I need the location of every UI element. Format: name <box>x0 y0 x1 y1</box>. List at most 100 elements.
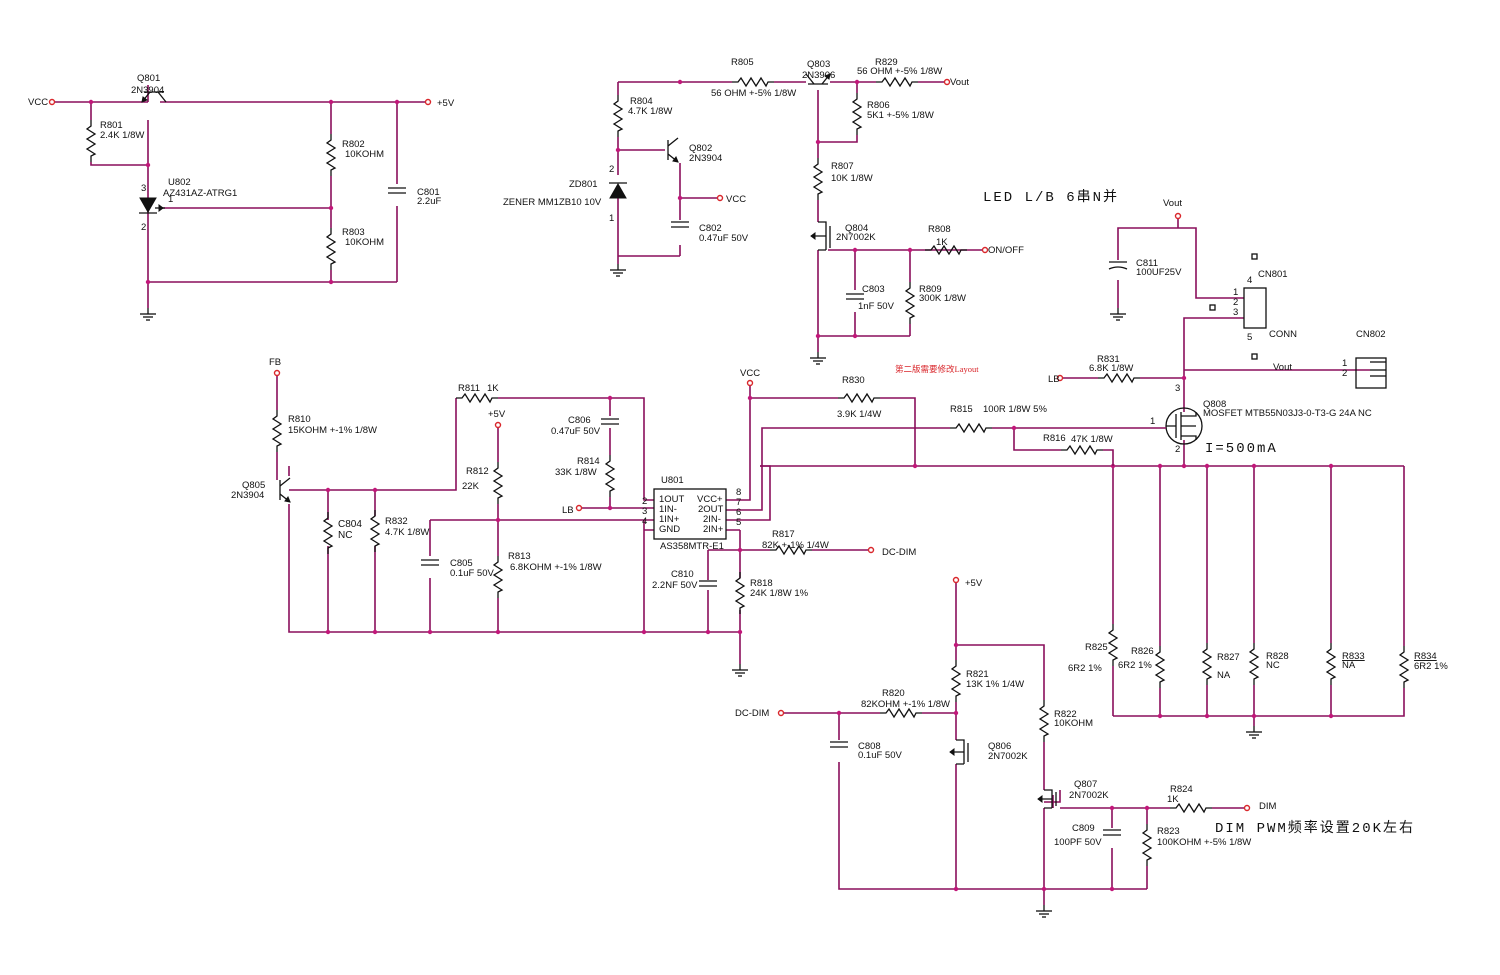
r817-value: 82K +-1% 1/4W <box>762 540 829 551</box>
r834-value: 6R2 1% <box>1414 661 1448 672</box>
r805-value: 56 OHM +-5% 1/8W <box>711 88 796 99</box>
r812-value: 22K <box>462 481 480 492</box>
cn801-pin2: 2 <box>1233 297 1238 308</box>
net-vout-label-cn: Vout <box>1163 198 1182 209</box>
cn802-pin1: 1 <box>1342 358 1347 369</box>
r831-ref: R831 <box>1097 354 1120 365</box>
q803-ref: Q803 <box>807 59 830 70</box>
c808-ref: C808 <box>858 741 881 752</box>
r804-value: 4.7K 1/8W <box>628 106 672 117</box>
net-dc-dim-label: DC-DIM <box>882 547 916 558</box>
r801-value: 2.4K 1/8W <box>100 130 144 141</box>
r814-value: 33K 1/8W <box>555 467 597 478</box>
u802-pin2: 2 <box>141 222 146 233</box>
c806-ref: C806 <box>568 415 591 426</box>
r826-ref: R826 <box>1131 646 1154 657</box>
net-5v-label: +5V <box>437 98 455 109</box>
c801-ref: C801 <box>417 187 440 198</box>
zd801-pin1: 1 <box>609 213 614 224</box>
block-vout-switch: R805 56 OHM +-5% 1/8W Q803 2N3906 R829 5… <box>503 57 1024 365</box>
u801-opamp-body <box>653 488 727 540</box>
r818-value: 24K 1/8W 1% <box>750 588 809 599</box>
u801-ref: U801 <box>661 475 684 486</box>
r828-ref: R828 <box>1266 651 1289 662</box>
r824-value: 1K <box>1167 794 1179 805</box>
r811-ref: R811 <box>458 383 480 394</box>
q805-ref: Q805 <box>242 480 265 491</box>
net-on-off-label: ON/OFF <box>988 245 1024 256</box>
q802-ref: Q802 <box>689 143 712 154</box>
q806-ref: Q806 <box>988 741 1011 752</box>
r824-ref: R824 <box>1170 784 1193 795</box>
r813-ref: R813 <box>508 551 531 562</box>
net-fb-label: FB <box>269 357 281 368</box>
u802-pin3: 3 <box>141 183 146 194</box>
block-feedback-opamp: FB R810 15KOHM +-1% 1/8W Q805 2N3904 R81… <box>231 357 1166 677</box>
c809-value: 100PF 50V <box>1054 837 1102 848</box>
zd801-value: ZENER MM1ZB10 10V <box>503 197 602 208</box>
net-vcc-label-3: VCC <box>740 368 760 379</box>
r807-ref: R807 <box>831 161 854 172</box>
r820-value: 82KOHM +-1% 1/8W <box>861 699 950 710</box>
cn801-pin1: 1 <box>1233 287 1238 298</box>
block-dim-circuit: +5V DC-DIM R820 82KOHM +-1% 1/8W R821 13… <box>735 576 1277 918</box>
zd801-pin2: 2 <box>609 164 614 175</box>
cn801-pin3: 3 <box>1233 307 1238 318</box>
r804-ref: R804 <box>630 96 653 107</box>
q807-value: 2N7002K <box>1069 790 1109 801</box>
net-vout-label-cn802: Vout <box>1273 362 1292 373</box>
c808-value: 0.1uF 50V <box>858 750 902 761</box>
c804-value: NC <box>338 530 352 541</box>
u801-pin3-num: 4 <box>642 516 647 527</box>
r809-ref: R809 <box>919 284 942 295</box>
zd801-ref: ZD801 <box>569 179 598 190</box>
r830-ref: R830 <box>842 375 865 386</box>
block-led-output: Vout C811 100UF25V CN801 CONN 4 1 2 3 5 … <box>760 198 1448 739</box>
u801-pin7-name: 2OUT <box>698 504 724 515</box>
c810-value: 2.2NF 50V <box>652 580 698 591</box>
u801-pin8-name: VCC+ <box>697 494 723 505</box>
q805-value: 2N3904 <box>231 490 264 501</box>
u802-pin1: 1 <box>168 194 173 205</box>
r834-ref: R834 <box>1414 651 1437 662</box>
u801-pin8-num: 8 <box>736 487 741 498</box>
r815-value: 100R 1/8W 5% <box>983 404 1047 415</box>
r827-ref: R827 <box>1217 652 1240 663</box>
r806-value: 5K1 +-5% 1/8W <box>867 110 934 121</box>
mosfet-q804-icon <box>810 221 831 251</box>
r812-ref: R812 <box>466 466 489 477</box>
r807-value: 10K 1/8W <box>831 173 873 184</box>
q808-ref: Q808 <box>1203 399 1226 410</box>
q808-pin2: 2 <box>1175 444 1180 455</box>
r821-value: 13K 1% 1/4W <box>966 679 1024 690</box>
u801-pin1-name: 1OUT <box>659 494 685 505</box>
u801-pin6-num: 6 <box>736 507 741 518</box>
r808-value: 1K <box>936 237 948 248</box>
r802-ref: R802 <box>342 139 365 150</box>
mosfet-q806-icon <box>949 739 969 765</box>
revision-note: 第二版需要修改Layout <box>895 364 979 374</box>
c809-ref: C809 <box>1072 823 1095 834</box>
cn802-pin2: 2 <box>1342 368 1347 379</box>
q808-nc: NC <box>1358 408 1372 419</box>
net-dim-label: DIM <box>1259 801 1277 812</box>
zener-zd801-icon <box>609 182 627 199</box>
r803-value: 10KOHM <box>345 237 384 248</box>
block-5v-regulator: VCC +5V Q801 2N3904 R801 2.4K 1/8W U802 … <box>28 73 455 321</box>
cn801-pin5: 5 <box>1247 332 1252 343</box>
c811-value: 100UF25V <box>1136 267 1182 278</box>
c805-ref: C805 <box>450 558 473 569</box>
r806-ref: R806 <box>867 100 890 111</box>
q808-pin1: 1 <box>1150 416 1155 427</box>
c810-ref: C810 <box>671 569 694 580</box>
r817-ref: R817 <box>772 529 795 540</box>
r802-value: 10KOHM <box>345 149 384 160</box>
net-vout-label-top: Vout <box>950 77 969 88</box>
r828-value: NC <box>1266 660 1280 671</box>
r809-value: 300K 1/8W <box>919 293 966 304</box>
r816-ref: R816 <box>1043 433 1066 444</box>
net-5v-label-3: +5V <box>965 578 983 589</box>
q807-ref: Q807 <box>1074 779 1097 790</box>
zener-u802-icon <box>139 197 165 214</box>
r813-value: 6.8KOHM +-1% 1/8W <box>510 562 602 573</box>
